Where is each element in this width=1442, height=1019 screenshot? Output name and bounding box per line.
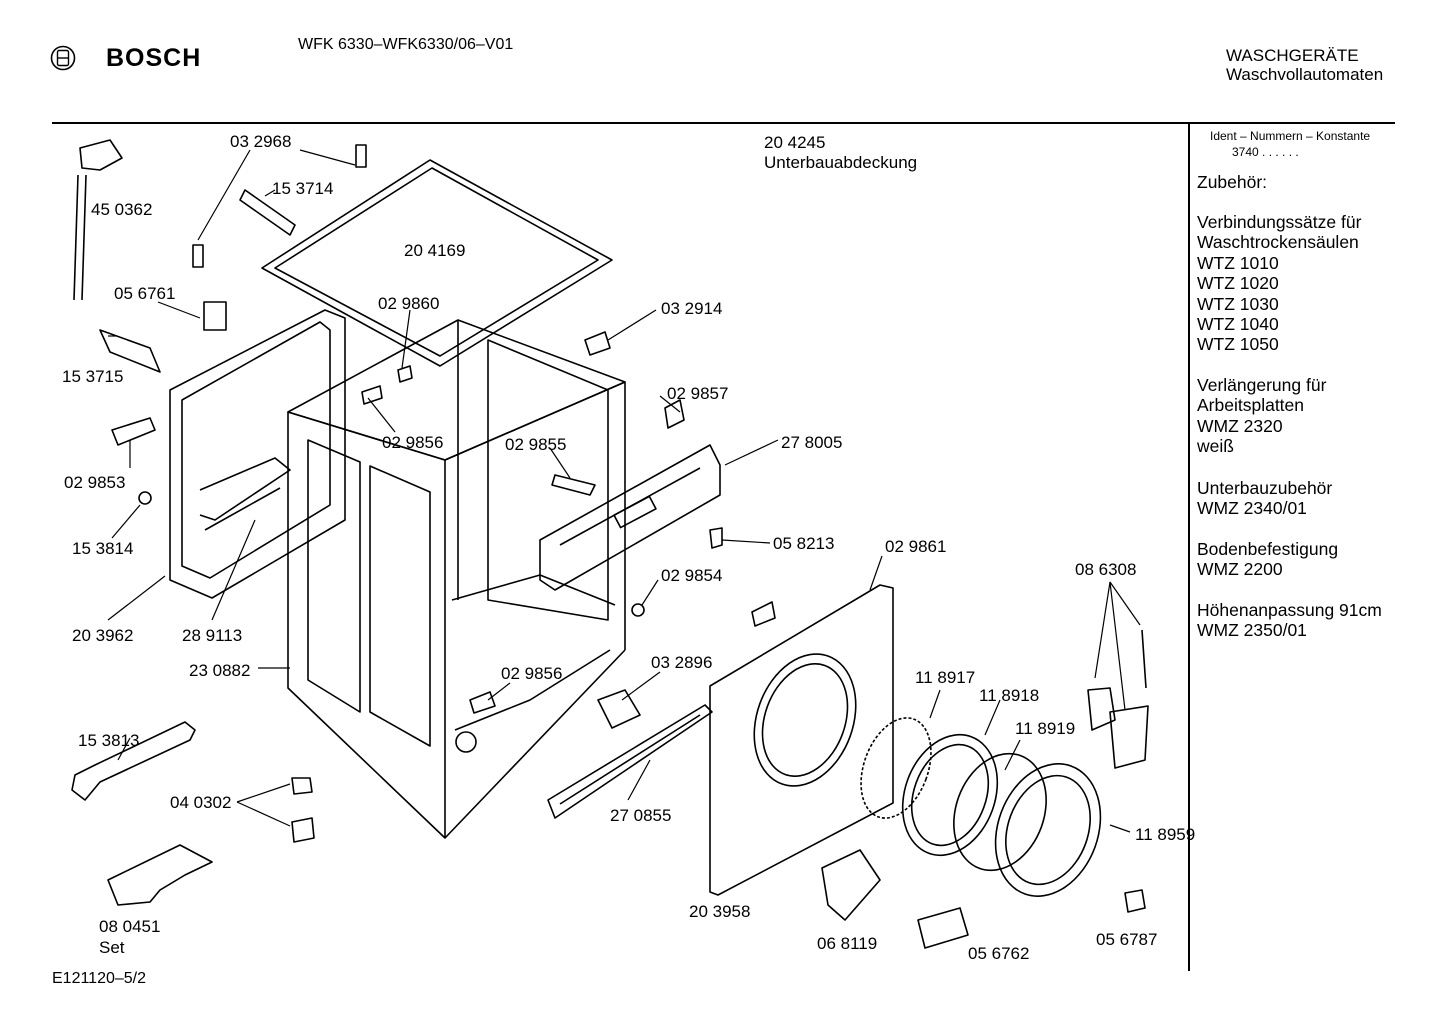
part-label: 02 9856	[501, 664, 563, 683]
cabinet-frame-part	[287, 319, 626, 839]
accessory-line: WTZ 1050	[1197, 334, 1279, 355]
accessory-line: WMZ 2340/01	[1197, 498, 1307, 519]
part-label: 06 8119	[817, 934, 878, 953]
part-label: 15 3714	[272, 179, 334, 198]
sidebar-divider	[1188, 124, 1190, 971]
brand-name: BOSCH	[106, 44, 202, 72]
bosch-logo-icon	[50, 45, 76, 71]
part-label: 15 3813	[78, 731, 140, 750]
part-label: 02 9854	[661, 566, 723, 585]
part-label: 05 6787	[1096, 930, 1158, 949]
accessory-line: Waschtrockensäulen	[1197, 232, 1359, 253]
accessory-line: Bodenbefestigung	[1197, 539, 1339, 559]
accessory-line: WMZ 2350/01	[1197, 620, 1307, 641]
accessory-line: weiß	[1197, 436, 1234, 457]
front-panel-part	[709, 584, 894, 896]
part-label: 27 8005	[781, 433, 843, 452]
drawing-number: E121120–5/2	[52, 970, 147, 987]
part-label: 04 0302	[170, 793, 232, 812]
part-label: 15 3715	[62, 367, 124, 386]
part-label: 02 9856	[382, 433, 444, 452]
header-divider	[52, 122, 1395, 124]
part-label: 02 9861	[885, 537, 947, 556]
assembly-name: Unterbauabdeckung	[764, 153, 918, 172]
part-label: 20 3962	[72, 626, 134, 645]
ident-constant: 3740 . . . . . .	[1232, 145, 1299, 159]
part-label: 05 6762	[968, 944, 1030, 963]
bottom-rail-part	[547, 704, 713, 819]
accessory-line: WTZ 1040	[1197, 314, 1279, 335]
part-label: 02 9860	[378, 294, 440, 313]
control-panel-bracket-part	[539, 444, 721, 591]
side-panel-part	[169, 309, 346, 599]
accessory-line: Höhenanpassung 91cm	[1197, 600, 1382, 620]
part-label: 03 2914	[661, 299, 723, 318]
leader-lines	[107, 149, 1141, 833]
accessories-title: Zubehör:	[1197, 172, 1268, 192]
accessory-group: Höhenanpassung 91cm WMZ 2350/01	[1197, 600, 1382, 641]
accessory-line: Verlängerung für	[1197, 375, 1327, 395]
model-number: WFK 6330–WFK6330/06–V01	[298, 36, 514, 53]
part-label: 03 2968	[230, 132, 292, 151]
part-label: 11 8917	[915, 668, 976, 687]
part-label: 02 9855	[505, 435, 567, 454]
part-label: 45 0362	[91, 200, 153, 219]
part-label: 03 2896	[651, 653, 713, 672]
part-label: 05 8213	[773, 534, 835, 553]
part-label: 11 8919	[1015, 719, 1076, 738]
category-title: WASCHGERÄTE	[1226, 46, 1359, 65]
small-parts	[71, 139, 1149, 949]
part-label: 02 9857	[667, 384, 729, 403]
part-label: 08 0451	[99, 917, 161, 936]
part-label: 27 0855	[610, 806, 672, 825]
accessory-line: WTZ 1010	[1197, 252, 1279, 273]
part-label: 05 6761	[114, 284, 176, 303]
part-label: 11 8918	[979, 686, 1040, 705]
part-label: 20 3958	[689, 902, 751, 921]
door-rings-part	[860, 717, 1102, 897]
ident-label: Ident – Nummern – Konstante	[1210, 129, 1371, 143]
part-label: 23 0882	[189, 661, 251, 680]
assembly-number: 20 4245	[764, 133, 826, 152]
part-label: Set	[99, 938, 125, 957]
part-label: 08 6308	[1075, 560, 1137, 579]
category-subtitle: Waschvollautomaten	[1226, 65, 1384, 84]
accessory-line: Verbindungssätze für	[1197, 212, 1362, 232]
accessory-group: Unterbauzubehör WMZ 2340/01	[1197, 478, 1332, 519]
part-label: 28 9113	[182, 626, 243, 645]
accessory-group: Verlängerung für Arbeitsplatten WMZ 2320…	[1197, 375, 1326, 457]
part-label: 15 3814	[72, 539, 134, 558]
part-label: 20 4169	[404, 241, 466, 260]
accessory-line: Unterbauzubehör	[1197, 478, 1333, 498]
part-label: 11 8959	[1135, 825, 1196, 844]
accessory-line: WMZ 2320	[1197, 415, 1283, 436]
top-cover-part	[261, 159, 613, 367]
part-label: 02 9853	[64, 473, 126, 492]
accessory-line: WTZ 1030	[1197, 293, 1279, 314]
accessory-line: WMZ 2200	[1197, 559, 1283, 580]
accessory-group: Bodenbefestigung WMZ 2200	[1197, 539, 1338, 580]
accessory-line: WTZ 1020	[1197, 273, 1279, 294]
accessory-line: Arbeitsplatten	[1197, 395, 1305, 416]
accessory-group: Verbindungssätze für Waschtrockensäulen …	[1197, 212, 1361, 355]
